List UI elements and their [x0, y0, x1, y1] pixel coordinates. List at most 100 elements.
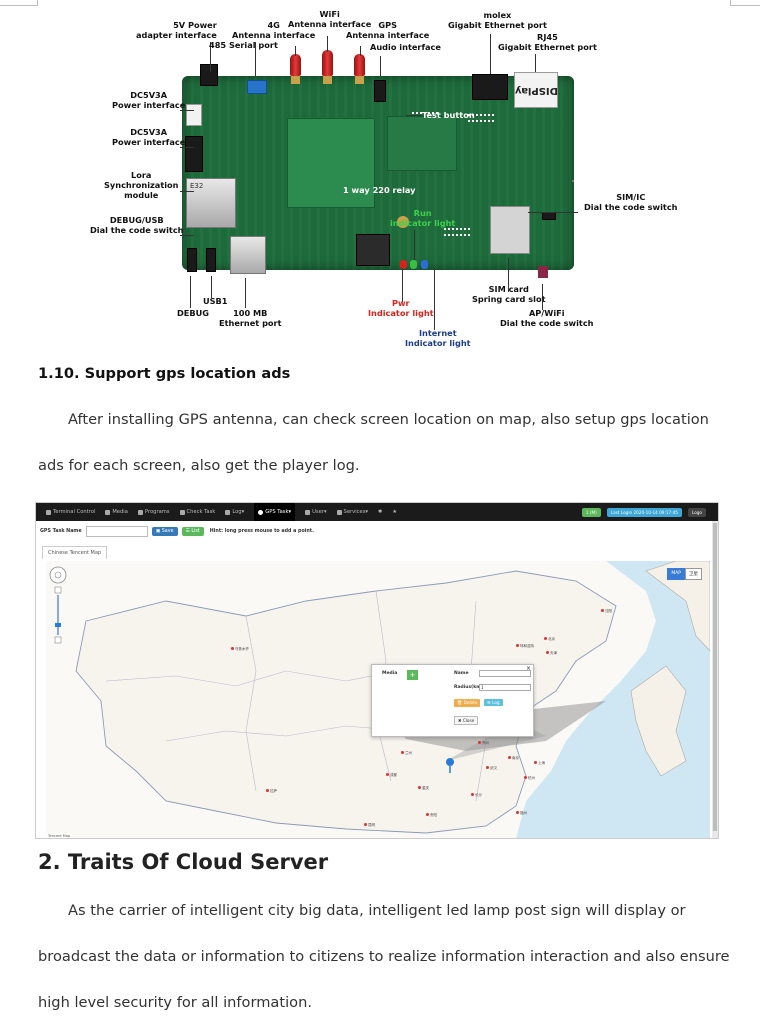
city-label: 杭州 [524, 776, 535, 781]
last-login-pill: Last Login 2020-10-14 09:17:45 [606, 508, 682, 517]
dc-power-terminal [185, 136, 203, 172]
lora-module: E32 [186, 178, 236, 228]
popup-close-icon[interactable]: × [525, 665, 531, 672]
map-area[interactable]: MAP 卫星 乌鲁木齐 北京 沈阳 天津 呼和浩特 兰州 西宁 成都 武汉 上海… [46, 561, 710, 838]
label-audio: Audio interface [370, 42, 441, 52]
city-label: 重庆 [418, 786, 429, 791]
popup-name-input[interactable] [479, 670, 531, 677]
zoom-control[interactable] [48, 565, 68, 665]
label-eth100: 100 MB Ethernet port [219, 308, 282, 328]
popup-media-label: Media [382, 671, 398, 676]
ethernet-100mb-port [230, 236, 266, 274]
map-type-switch[interactable]: MAP 卫星 [667, 568, 702, 580]
gps-toolbar: GPS Task Name ▣ Save ☰ List Hint: long p… [40, 526, 314, 537]
display-text: DISPlay [514, 84, 558, 96]
city-label: 贵阳 [426, 813, 437, 818]
label-sim-ic: SIM/IC Dial the code switch [584, 192, 678, 212]
services-icon [336, 509, 342, 515]
nav-star-icon[interactable]: ★ [392, 509, 398, 515]
sim-ic-switch [542, 212, 556, 220]
lora-antenna-connector [397, 216, 409, 228]
popup-close-button[interactable]: ✖ Close [454, 716, 479, 725]
map-type-satellite[interactable]: 卫星 [685, 568, 702, 580]
save-button[interactable]: ▣ Save [151, 527, 178, 536]
label-run-led: Run indicator light [390, 208, 456, 228]
nav-media[interactable]: Media [105, 509, 128, 515]
city-label: 上海 [534, 761, 545, 766]
popup-log-button[interactable]: ☰ Log [484, 699, 503, 706]
hint-text: Hint: long press mouse to add a point. [209, 529, 314, 534]
nav-services[interactable]: Services▾ [336, 509, 368, 515]
city-label: 拉萨 [266, 789, 277, 794]
popup-name-label: Name [454, 671, 469, 676]
label-gps: GPS Antenna interface [346, 20, 430, 40]
dc-power-connector [186, 104, 202, 126]
label-pwr-led: Pwr Indicator light [368, 298, 434, 318]
section2-line-1: As the carrier of intelligent city big d… [68, 902, 686, 919]
nav-globe-icon[interactable]: ✱ [378, 509, 383, 515]
city-label: 天津 [546, 651, 557, 656]
label-sim-slot: SIM card Spring card slot [472, 284, 546, 304]
sim-card-slot [490, 206, 530, 254]
rj45-port: DISPlay [514, 72, 558, 108]
label-4g: 4G Antenna interface [232, 20, 316, 40]
add-media-button[interactable]: + [407, 670, 418, 680]
label-wifi: WiFi Antenna interface [288, 9, 372, 29]
gps-task-screenshot: Terminal Control Media Programs Check Ta… [35, 502, 719, 839]
nav-programs[interactable]: Programs [137, 509, 170, 515]
popup-radius-label: Radius(km) [454, 685, 483, 690]
logout-pill[interactable]: Logo [687, 508, 706, 517]
gps-point-popup: × Media + Name Radius(km) 1 🗑 Delete ☰ L… [371, 664, 534, 737]
user-icon [305, 509, 311, 515]
map-attribution: Tencent Map [46, 833, 73, 838]
popup-radius-input[interactable]: 1 [479, 684, 531, 691]
relay-terminal [356, 234, 390, 266]
label-usb1: USB1 [203, 296, 228, 306]
label-debug: DEBUG [177, 308, 209, 318]
board-figure: E32 DISPlay [80, 6, 680, 348]
gps-icon [258, 509, 264, 515]
nav-check-task[interactable]: Check Task [179, 509, 215, 515]
nav-log[interactable]: Log▾ [225, 509, 244, 515]
label-ap-wifi: AP/WiFi Dial the code switch [500, 308, 594, 328]
gps-task-name-label: GPS Task Name [40, 529, 82, 534]
internet-led [421, 260, 428, 269]
city-label: 郑州 [478, 741, 489, 746]
audio-jack [374, 80, 386, 102]
tab-chinese-tencent-map[interactable]: Chinese Tencent Map [42, 546, 108, 559]
section2-paragraph: As the carrier of intelligent city big d… [38, 888, 732, 1026]
power-adapter-jack [200, 64, 218, 86]
scrollbar[interactable] [712, 521, 718, 838]
section2-line-2: broadcast the data or information to cit… [38, 948, 730, 965]
popup-delete-button[interactable]: 🗑 Delete [454, 699, 481, 707]
page-corner-mark-left [0, 0, 38, 6]
label-serial-485: 485 Serial port [209, 40, 278, 50]
nav-terminal-control[interactable]: Terminal Control [46, 509, 95, 515]
label-dc-power-1: DC5V3A Power interface [112, 90, 186, 110]
label-internet-led: Internet Indicator light [405, 328, 471, 348]
gps-task-name-input[interactable] [85, 526, 148, 537]
section2-line-3: high level security for all information. [38, 994, 312, 1011]
check-icon [179, 509, 185, 515]
map-type-map[interactable]: MAP [667, 568, 685, 580]
usb1-port [206, 248, 216, 272]
user-pill[interactable]: 1 (M) [581, 508, 601, 517]
nav-user[interactable]: User▾ [305, 509, 327, 515]
pcb-board: E32 DISPlay [182, 64, 574, 278]
label-rj45: RJ45 Gigabit Ethernet port [498, 32, 597, 52]
label-power-adapter: 5V Power adapter interface [136, 20, 217, 40]
list-button[interactable]: ☰ List [181, 527, 204, 536]
label-relay: 1 way 220 relay [343, 185, 416, 195]
sub-chip [387, 116, 457, 171]
city-label: 北京 [544, 637, 555, 642]
run-led [410, 260, 417, 269]
label-debug-usb: DEBUG/USB Dial the code switch [90, 215, 184, 235]
paragraph-line-2: ads for each screen, also get the player… [38, 457, 360, 474]
nav-gps-task[interactable]: GPS Task▾ [254, 503, 296, 521]
gps-antenna [354, 54, 365, 84]
label-test-button: Test button [422, 110, 475, 120]
pin-row [412, 112, 438, 114]
page-corner-mark-right [730, 0, 760, 6]
city-label: 乌鲁木齐 [231, 647, 249, 652]
section2-heading: 2. Traits Of Cloud Server [38, 850, 329, 874]
